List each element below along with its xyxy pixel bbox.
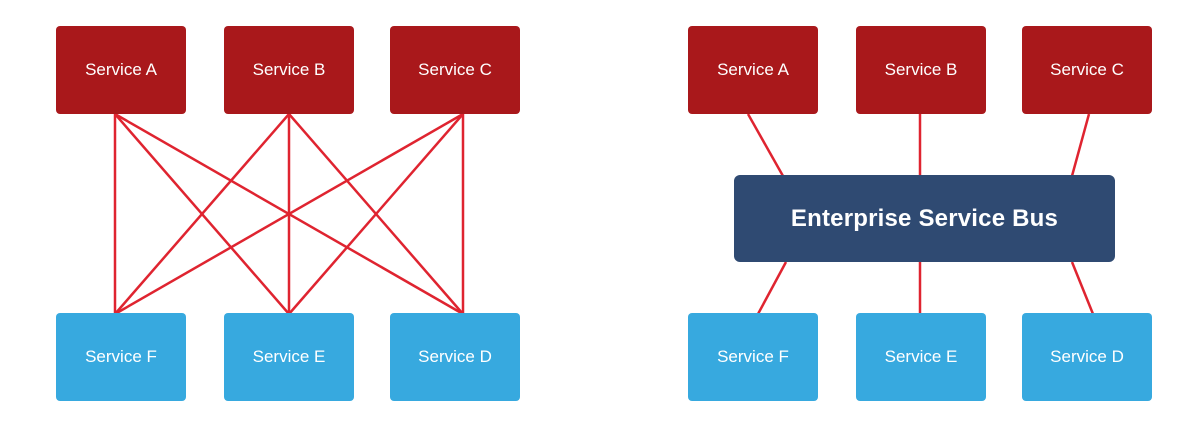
esb-service-f-label: Service F: [717, 347, 789, 366]
esb-links: [746, 113, 1095, 315]
esb-service-e-label: Service E: [884, 347, 958, 366]
link-b-f: [114, 113, 290, 315]
bus-label: Enterprise Service Bus: [790, 204, 1059, 232]
esb-service-b-label: Service B: [884, 60, 958, 79]
service-c-label: Service C: [418, 60, 492, 79]
enterprise-service-bus: Enterprise Service Bus: [734, 175, 1115, 262]
service-e-label: Service E: [252, 347, 326, 366]
link-c-e: [288, 113, 464, 315]
esb-service-a-label: Service A: [717, 60, 789, 79]
service-a-label: Service A: [85, 60, 157, 79]
esb-link-a: [746, 113, 785, 177]
service-d-label: Service D: [418, 347, 492, 366]
service-b-label: Service B: [252, 60, 326, 79]
esb-link-f: [756, 261, 788, 315]
esb-service-d-box: Service D: [1022, 313, 1152, 401]
service-d-box: Service D: [390, 313, 520, 401]
service-e-box: Service E: [224, 313, 354, 401]
point-to-point-mesh: [113, 112, 465, 316]
service-f-box: Service F: [56, 313, 186, 401]
esb-service-d-label: Service D: [1050, 347, 1124, 366]
esb-service-a-box: Service A: [688, 26, 818, 114]
service-b-box: Service B: [224, 26, 354, 114]
service-c-box: Service C: [390, 26, 520, 114]
link-c-f: [114, 112, 464, 316]
service-a-box: Service A: [56, 26, 186, 114]
esb-service-c-box: Service C: [1022, 26, 1152, 114]
esb-link-c: [1070, 113, 1091, 177]
esb-service-b-box: Service B: [856, 26, 986, 114]
service-f-label: Service F: [85, 347, 157, 366]
esb-service-c-label: Service C: [1050, 60, 1124, 79]
esb-link-d: [1070, 261, 1095, 315]
esb-service-f-box: Service F: [688, 313, 818, 401]
esb-service-e-box: Service E: [856, 313, 986, 401]
